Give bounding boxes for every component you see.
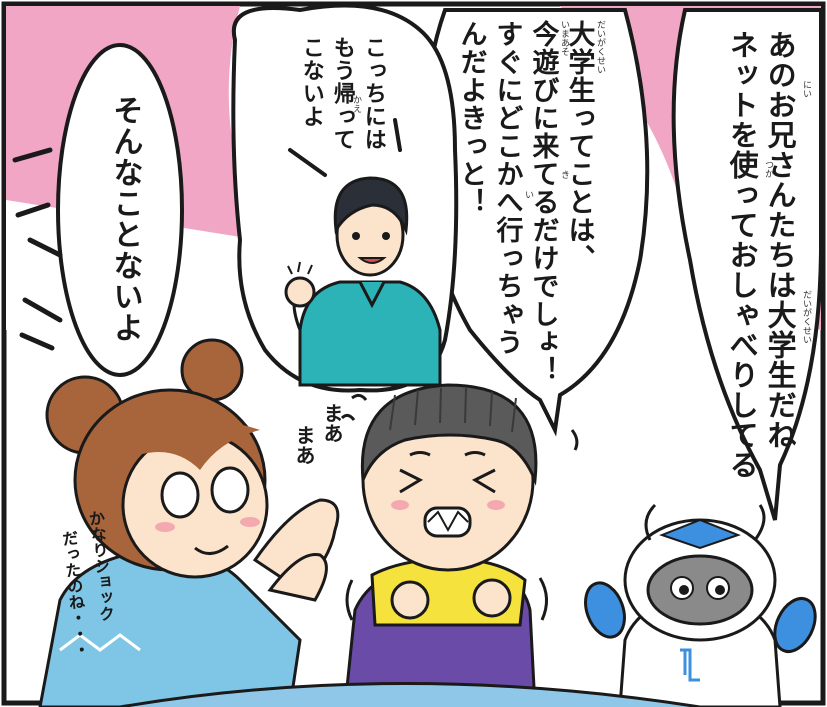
table: [119, 682, 701, 707]
robot-speech-bubble: [671, 8, 823, 521]
sfx-mama-2: まあ: [292, 425, 316, 465]
furigana-daigakusei-boy: だいがくせい: [595, 20, 605, 74]
furigana-i: い: [523, 190, 533, 199]
emphasis-lines: [12, 147, 63, 351]
furigana-kae: かえ: [351, 95, 361, 113]
boy-figure: [343, 383, 579, 707]
girl-figure: [38, 338, 340, 707]
student-speech-line-2: もう帰って: [329, 36, 355, 151]
furigana-imaaso: いまあそ: [559, 20, 569, 56]
boy-speech-line-4: んだよきっと！: [455, 20, 487, 216]
student-speech-line-1: こっちには: [360, 36, 386, 151]
robot-figure: [584, 503, 817, 707]
furigana-ki: き: [559, 170, 569, 179]
furigana-tsuka: つか: [763, 160, 773, 178]
girl-speech: そんなことないよ: [107, 95, 143, 343]
boy-speech-line-1: 大学生ってことは、: [563, 20, 595, 272]
furigana-nii: にい: [801, 80, 811, 98]
robot-speech-line-1: あのお兄さんたちは大学生だね: [763, 30, 798, 450]
thought-trail: [340, 393, 368, 421]
furigana-daigakusei-robot: だいがくせい: [801, 290, 811, 344]
boy-speech-line-2: 今遊びに来てるだけでしょ！: [527, 20, 559, 384]
sfx-mama-1: まあ: [320, 403, 344, 443]
robot-speech-line-2: ネットを使っておしゃべりしてる: [725, 30, 760, 480]
boy-speech-line-3: すぐにどこかへ行っちゃう: [491, 20, 523, 356]
student-figure: [284, 176, 442, 387]
student-speech-line-3: こないよ: [298, 36, 324, 128]
girl-speech-bubble: [56, 43, 184, 377]
